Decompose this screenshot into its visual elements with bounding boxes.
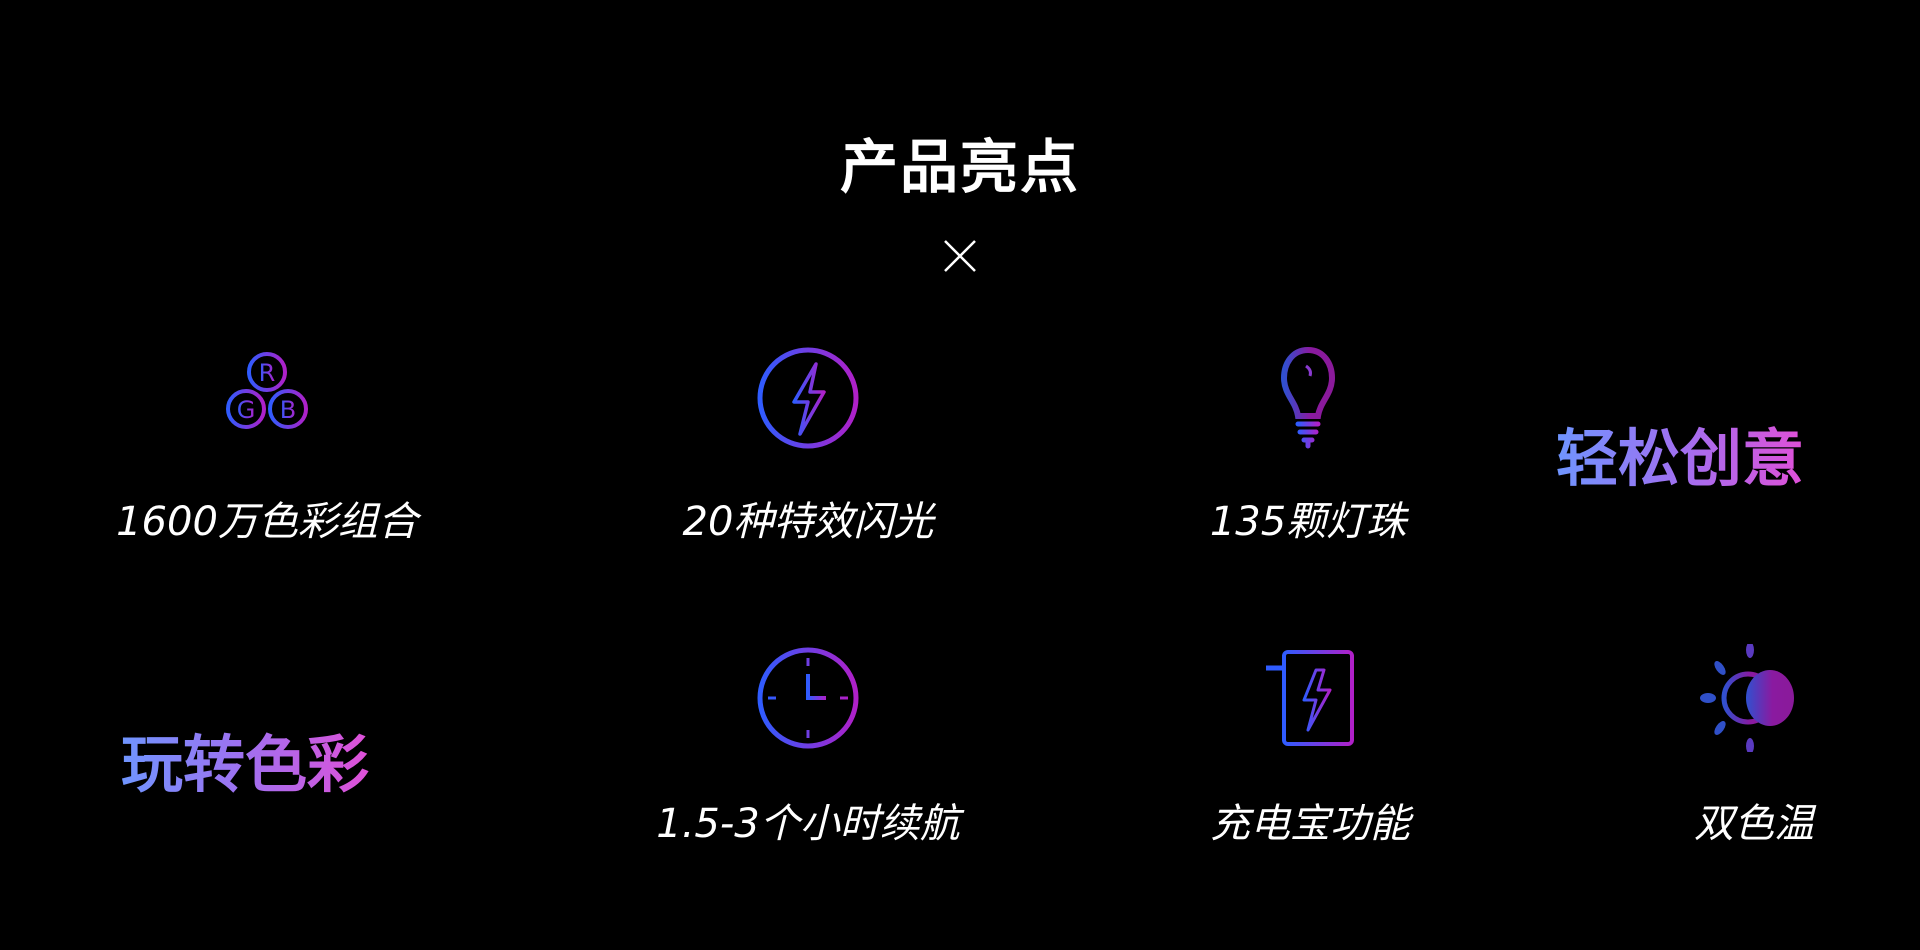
svg-text:B: B (280, 396, 296, 424)
feature-label-power-bank: 充电宝功能 (1210, 801, 1410, 847)
rgb-icon: R G B (213, 344, 321, 452)
feature-label-battery-life: 1.5-3个小时续航 (656, 801, 960, 847)
light-bulb-icon (1254, 344, 1362, 452)
feature-label-leds: 135颗灯珠 (1209, 499, 1407, 545)
svg-text:G: G (237, 396, 256, 424)
lightning-circle-icon (754, 344, 862, 452)
feature-label-dual-temp: 双色温 (1694, 801, 1814, 847)
dual-color-temperature-icon (1700, 644, 1808, 752)
power-bank-icon (1256, 644, 1364, 752)
feature-label-effects: 20种特效闪光 (682, 499, 934, 545)
close-icon[interactable] (942, 238, 978, 274)
feature-label-colors: 1600万色彩组合 (116, 499, 418, 545)
svg-text:R: R (259, 359, 276, 387)
tagline-easy-creative: 轻松创意 (1556, 408, 1804, 498)
clock-icon (754, 644, 862, 752)
page-title: 产品亮点 (839, 133, 1081, 201)
tagline-play-colors: 玩转色彩 (121, 714, 369, 804)
